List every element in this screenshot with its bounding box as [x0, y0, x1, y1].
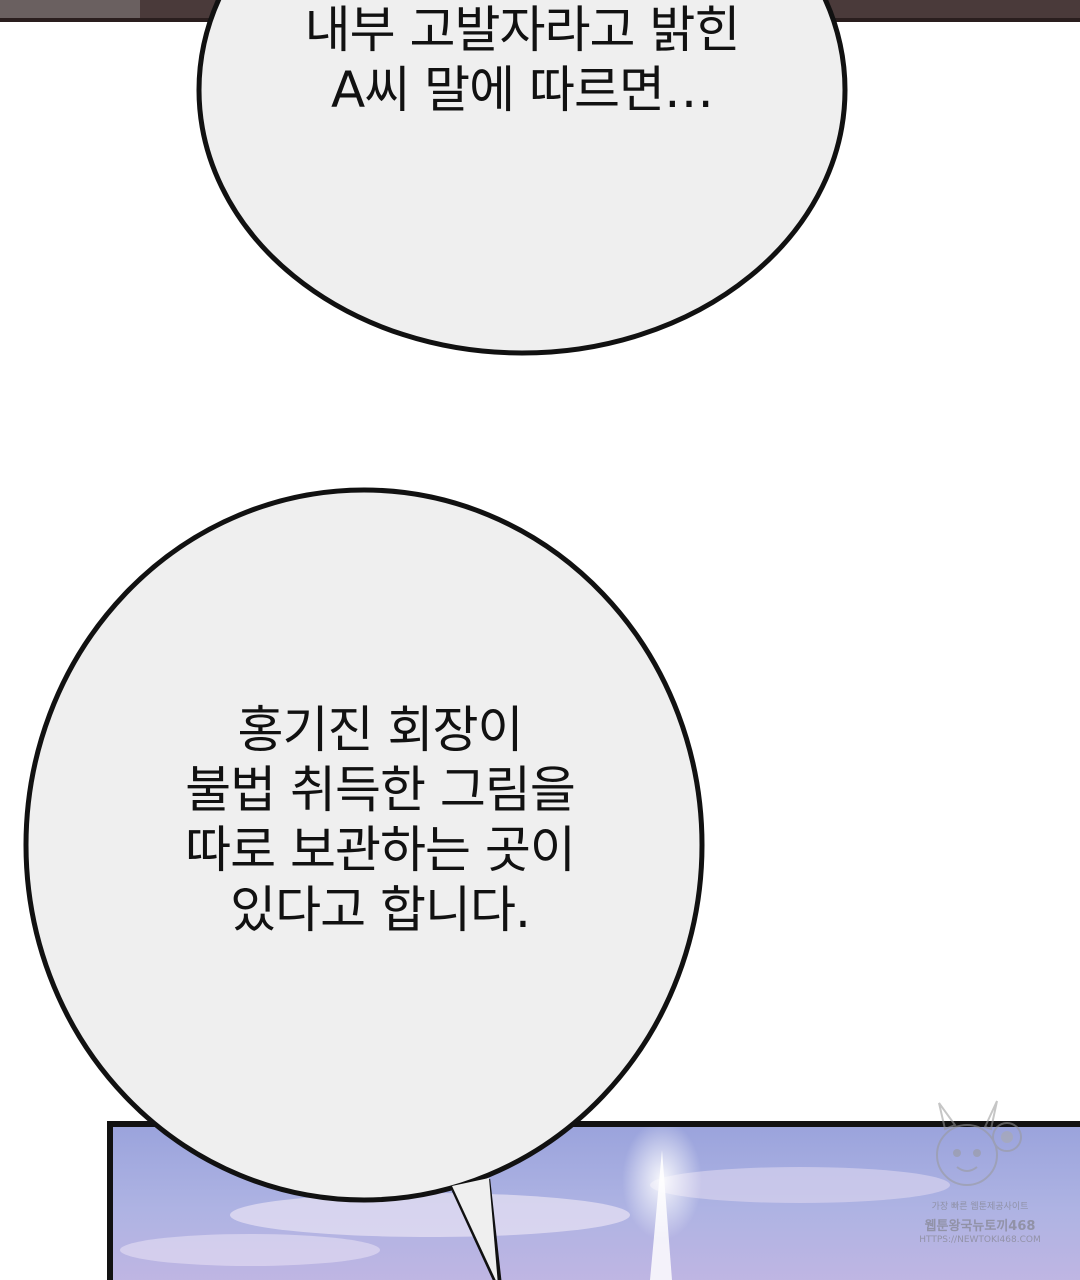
speech-bubble-1 — [196, 0, 848, 356]
bubble-1-text: 내부 고발자라고 밝힌 A씨 말에 따르면… — [304, 1, 741, 119]
watermark-line-1: 가장 빠른 웹툰제공사이트 — [931, 1202, 1029, 1212]
watermark-line-2: 웹툰왕국뉴토끼468 — [924, 1219, 1036, 1234]
watermark-mascot-icon — [936, 1100, 1022, 1186]
bubble-2-text: 홍기진 회장이 불법 취득한 그림을 따로 보관하는 곳이 있다고 합니다. — [185, 701, 576, 939]
speech-bubble-2 — [23, 487, 705, 1280]
watermark-line-3: HTTPS://NEWTOKI468.COM — [919, 1235, 1041, 1245]
watermark: 가장 빠른 웹툰제공사이트 웹툰왕국뉴토끼468 HTTPS://NEWTOKI… — [905, 1095, 1055, 1265]
